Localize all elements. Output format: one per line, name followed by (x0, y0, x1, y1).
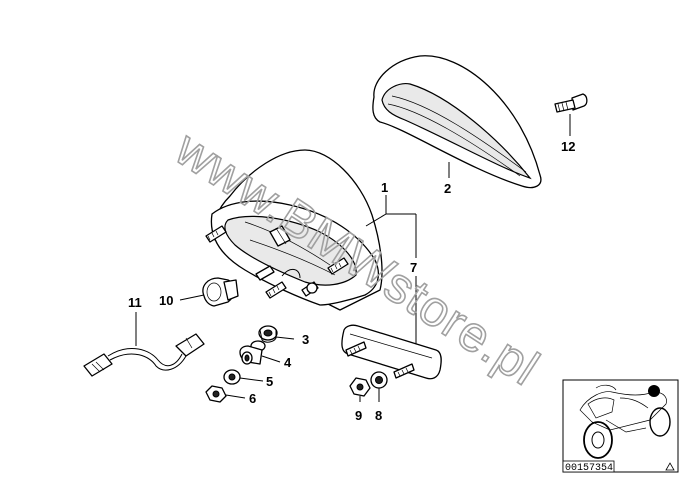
callout-11: 11 (128, 295, 142, 310)
callout-5: 5 (266, 374, 273, 389)
location-marker-icon (648, 385, 660, 397)
license-plate-light (341, 324, 442, 380)
corner-triangle-icon (665, 462, 675, 471)
callout-10: 10 (159, 293, 173, 308)
callout-7: 7 (410, 260, 417, 275)
washer-8 (370, 371, 388, 389)
tail-light-housing (205, 149, 383, 311)
tail-light-lens (372, 55, 542, 189)
nut-6 (205, 385, 227, 403)
callout-4: 4 (284, 355, 292, 370)
callout-12: 12 (561, 139, 575, 154)
screw-12 (554, 93, 588, 113)
callout-3: 3 (302, 332, 309, 347)
bulb-10 (202, 277, 239, 307)
callout-2: 2 (444, 181, 451, 196)
spacer-sleeve-4 (239, 340, 266, 365)
nut-9 (349, 377, 371, 397)
reference-number: 00157354 (565, 463, 613, 474)
callout-8: 8 (375, 408, 382, 423)
washer-5 (223, 369, 241, 385)
location-thumbnail: 00157354 (562, 379, 679, 474)
grommet-3 (258, 325, 278, 343)
leader-lines (135, 114, 571, 402)
callout-1: 1 (381, 180, 388, 195)
callout-labels: 1 2 3 4 5 6 7 8 9 10 11 12 (128, 139, 575, 423)
motorcycle-icon (579, 384, 671, 459)
callout-9: 9 (355, 408, 362, 423)
callout-6: 6 (249, 391, 256, 406)
wiring-harness-11 (83, 333, 205, 377)
